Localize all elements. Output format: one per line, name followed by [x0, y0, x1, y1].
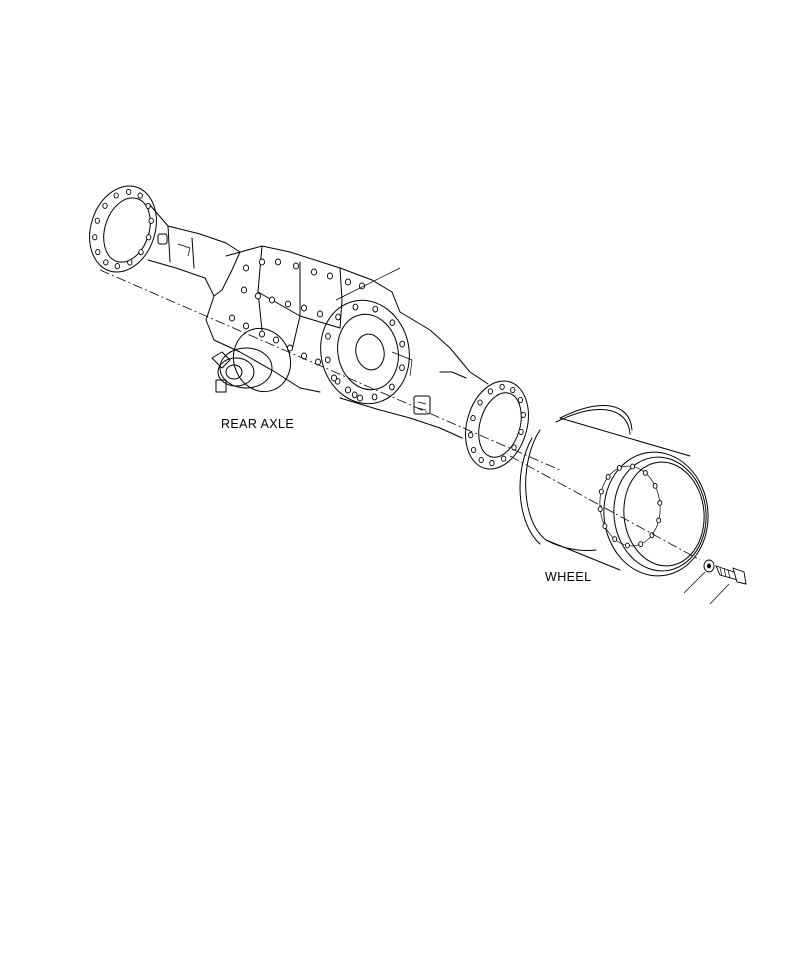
- housing-bolt: [316, 310, 324, 318]
- cover-bolt: [389, 319, 396, 327]
- housing-bolt: [292, 262, 300, 270]
- wheel-bolt-hole: [602, 523, 608, 529]
- housing-bolt: [284, 300, 292, 308]
- rear-axle-label: REAR AXLE: [221, 417, 295, 431]
- housing-bolt: [242, 322, 250, 330]
- housing-bolt: [240, 286, 248, 294]
- flange-bolt-hole: [470, 446, 477, 454]
- housing-bolt: [272, 336, 280, 344]
- wheel-bolt-hole: [656, 517, 662, 524]
- wheel-assembly: [509, 405, 709, 577]
- flange-bolt-hole: [92, 234, 98, 241]
- housing-bolt: [326, 272, 334, 280]
- flange-bolt-hole: [520, 411, 526, 418]
- cover-bolt: [325, 332, 331, 340]
- housing-bolt: [274, 258, 282, 266]
- cover-bolt: [371, 393, 378, 401]
- housing-bolt: [310, 268, 318, 276]
- wheel-bolt-hole: [642, 470, 648, 476]
- housing-bolt: [268, 296, 276, 304]
- axle-centerline: [99, 269, 561, 471]
- wheel-label: WHEEL: [545, 570, 592, 584]
- flange-bolt-hole: [94, 217, 100, 224]
- cover-bolt: [351, 391, 358, 399]
- housing-bolt: [344, 386, 352, 394]
- cover-bolt: [352, 303, 359, 311]
- flange-bolt-hole: [511, 444, 517, 451]
- flange-bolt-hole: [137, 192, 143, 199]
- cover-bolt: [335, 313, 341, 321]
- cover-bolt: [399, 340, 406, 348]
- cover-bolt: [399, 364, 405, 372]
- housing-bolt: [228, 314, 236, 322]
- flange-bolt-hole: [102, 202, 108, 209]
- flange-bolt-hole: [518, 428, 524, 435]
- flange-bolt-hole: [477, 399, 483, 406]
- wheel-bolt-hole: [612, 536, 618, 542]
- flange-bolt-hole: [500, 455, 507, 462]
- flange-bolt-hole: [127, 259, 133, 266]
- flange-bolt-hole: [489, 460, 495, 467]
- flange-bolt-hole: [468, 432, 474, 439]
- flange-bolt-hole: [148, 217, 154, 224]
- cover-bolt: [324, 356, 331, 364]
- wheel-bolt-hole: [605, 474, 611, 480]
- flange-bolt-hole: [103, 259, 109, 266]
- wheel-bolt-hole: [638, 541, 644, 547]
- cover-bolt: [389, 383, 395, 391]
- wheel-bolt-hole: [649, 532, 655, 538]
- flange-bolt-hole: [145, 202, 151, 209]
- flange-bolt-hole: [146, 234, 152, 241]
- wheel-bolt-hole: [624, 542, 630, 549]
- wheel-bolt-hole: [630, 463, 636, 470]
- wheel-bolt-hole: [616, 465, 622, 471]
- flange-bolt-hole: [113, 192, 119, 199]
- housing-bolt: [258, 330, 266, 338]
- flange-bolt-hole: [510, 386, 516, 394]
- flange-bolt-hole: [478, 456, 484, 464]
- right-hub-flange: [465, 380, 529, 470]
- housing-bolt: [254, 292, 262, 300]
- hex-bolt: [709, 565, 747, 605]
- flange-bolt-hole: [487, 388, 494, 395]
- housing-bolt: [258, 258, 266, 266]
- input-yoke: [211, 327, 291, 393]
- flange-bolt-hole: [470, 415, 476, 422]
- rear-axle-assembly: [89, 185, 561, 471]
- housing-bolt: [356, 394, 364, 402]
- housing-bolt: [330, 374, 338, 382]
- flange-bolt-hole: [95, 249, 101, 256]
- differential-housing: [205, 245, 489, 439]
- flange-bolt-hole: [499, 383, 505, 390]
- cover-bolt: [372, 305, 379, 313]
- washer: [683, 559, 715, 594]
- flange-bolt-hole: [126, 188, 132, 195]
- wheel-bolt-hole: [597, 506, 603, 512]
- left-hub-flange: [89, 185, 157, 273]
- housing-bolt: [242, 264, 250, 272]
- flange-bolt-hole: [517, 396, 524, 404]
- flange-bolt-hole: [138, 249, 144, 256]
- flange-bolt-hole: [114, 263, 120, 270]
- left-axle-tube: [147, 204, 241, 297]
- housing-bolt: [300, 304, 308, 312]
- wheel-bolt-hole: [657, 500, 663, 506]
- wheel-centerline: [509, 455, 701, 561]
- wheel-bolt-hole: [598, 488, 604, 495]
- housing-bolt: [344, 278, 352, 286]
- wheel-bolt-hole: [652, 483, 658, 489]
